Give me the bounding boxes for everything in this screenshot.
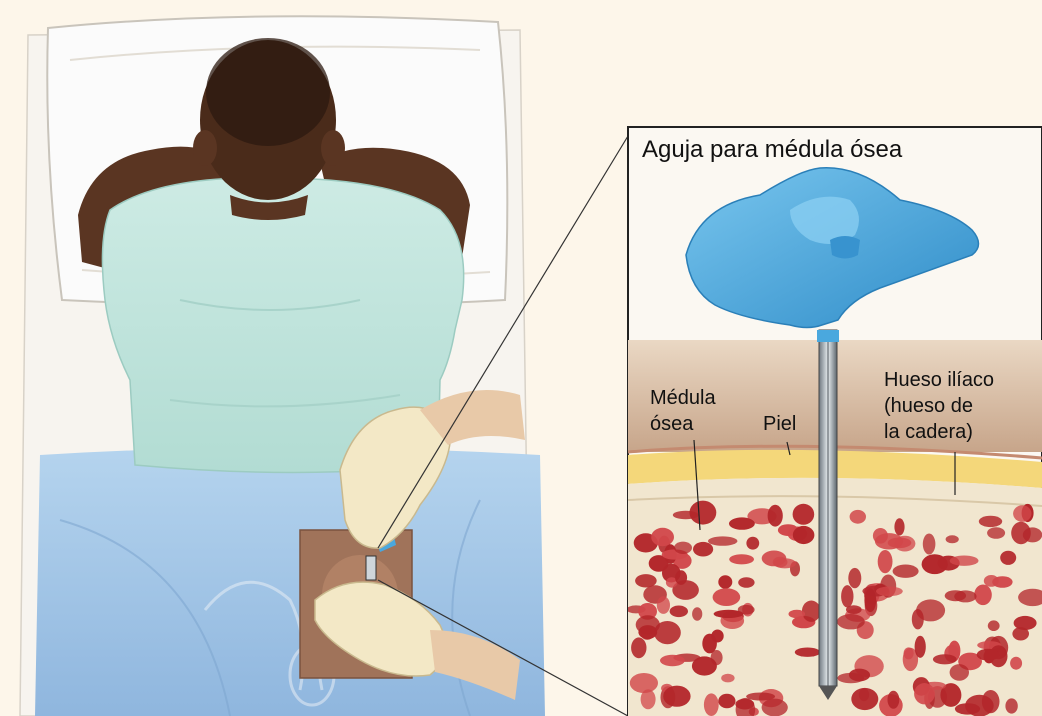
marrow-cavity [977,649,1000,661]
marrow-cavity [746,537,759,550]
marrow-cavity [721,674,734,683]
marrow-cavity [630,673,658,693]
marrow-cavity [904,647,914,659]
marrow-cavity [916,599,945,621]
needle-inset: Aguja para médula ósea Médula ósea Piel … [627,127,1042,716]
marrow-cavity [718,694,735,708]
label-iliac-line3: la cadera) [884,421,973,443]
marrow-cavity [713,588,741,606]
marrow-cavity [982,690,1000,713]
marrow-cavity [635,574,657,587]
marrow-cavity [1000,551,1016,565]
marrow-cavity [746,693,775,701]
marrow-cavity [923,534,936,555]
marrow-cavity [795,648,820,657]
label-skin: Piel [763,413,796,435]
marrow-cavity [654,621,681,644]
marrow-cavity [674,542,692,554]
marrow-cavity [1013,505,1031,522]
marrow-cavity [992,576,1012,588]
marrow-cavity [789,610,806,618]
marrow-cavity [651,528,674,546]
marrow-cavity [988,620,1000,631]
marrow-cavity [979,516,1002,527]
marrow-cavity [851,688,878,710]
marrow-cavity [950,556,979,566]
marrow-cavity [768,505,783,527]
marrow-cavity [793,526,815,544]
label-bone-marrow-line2: ósea [650,413,694,435]
marrow-cavity [774,558,796,568]
marrow-cavity [793,504,815,525]
marrow-cavity [657,596,670,614]
marrow-cavity [704,693,719,716]
marrow-cavity [954,590,976,602]
marrow-cavity [641,628,654,640]
marrow-cavity [692,656,717,675]
scene-needle-site [366,556,376,580]
marrow-cavity [876,587,903,597]
marrow-cavity [708,536,737,545]
marrow-cavity [1005,698,1017,713]
marrow-cavity [933,654,957,664]
marrow-cavity [729,517,755,529]
marrow-cavity [693,542,713,557]
marrow-cavity [673,511,699,519]
marrow-cavity [849,669,870,682]
label-iliac-line2: (hueso de [884,395,973,417]
marrow-cavity [729,554,754,564]
label-iliac-line1: Hueso ilíaco [884,369,994,391]
label-bone-marrow-line1: Médula [650,387,716,409]
marrow-cavity [846,605,862,614]
marrow-cavity [714,610,744,618]
marrow-cavity [663,686,690,707]
marrow-cavity [987,527,1005,539]
marrow-cavity [802,601,821,622]
marrow-cavity [670,606,688,618]
marrow-cavity [850,510,866,524]
marrow-cavity [1010,657,1022,670]
marrow-cavity [718,575,732,588]
marrow-cavity [631,637,646,658]
marrow-cavity [946,535,959,543]
marrow-cavity [955,703,980,714]
marrow-cavity [711,630,723,643]
marrow-cavity [915,636,926,658]
marrow-cavity [762,699,788,716]
marrow-cavity [894,518,904,535]
marrow-cavity [888,691,900,709]
marrow-cavity [1012,627,1029,640]
marrow-cavity [660,655,685,666]
inset-title: Aguja para médula ósea [642,136,903,163]
marrow-cavity [893,565,919,578]
marrow-cavity [950,664,969,681]
marrow-cavity [878,550,893,573]
marrow-cavity [692,607,702,620]
marrow-cavity [848,568,861,588]
marrow-cavity [914,683,935,704]
marrow-cavity [922,554,948,574]
marrow-cavity [1011,522,1031,544]
marrow-cavity [875,533,903,549]
marrow-cavity [841,585,853,607]
marrow-cavity [675,570,687,585]
marrow-cavity [837,614,865,629]
marrow-cavity [974,585,992,606]
marrow-cavity [738,577,754,588]
